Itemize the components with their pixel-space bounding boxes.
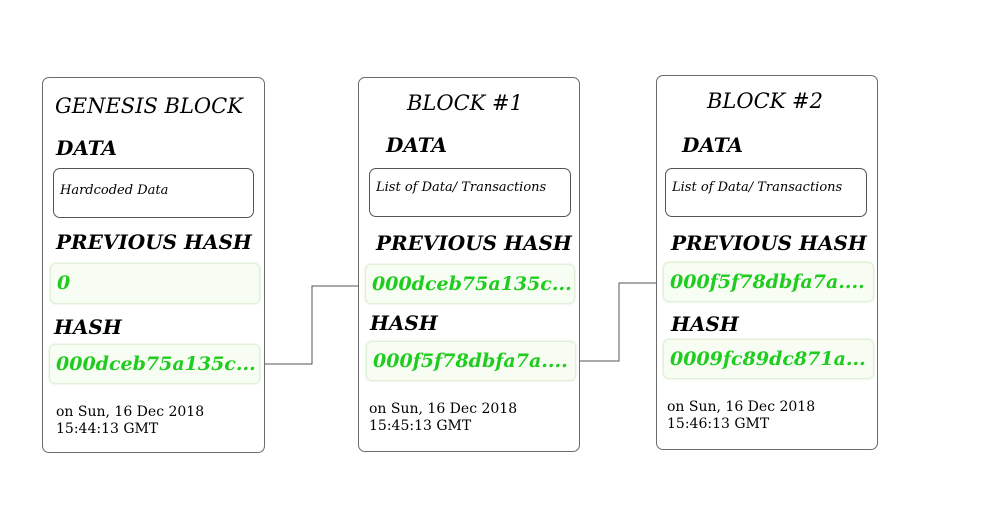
block-2: BLOCK #2 DATA List of Data/ Transactions… — [656, 75, 878, 450]
block-1: BLOCK #1 DATA List of Data/ Transactions… — [358, 77, 580, 452]
data-field: Hardcoded Data — [53, 168, 254, 218]
data-label: DATA — [386, 133, 448, 157]
timestamp-date: on Sun, 16 Dec 2018 — [667, 399, 816, 415]
hash-label: HASH — [370, 311, 438, 335]
timestamp-date: on Sun, 16 Dec 2018 — [369, 401, 518, 417]
timestamp-time: 15:44:13 GMT — [56, 421, 159, 437]
timestamp-time: 15:45:13 GMT — [369, 418, 472, 434]
data-label: DATA — [682, 133, 744, 157]
timestamp: on Sun, 16 Dec 2018 15:44:13 GMT — [56, 404, 204, 438]
data-label: DATA — [56, 136, 118, 160]
hash-field: 000f5f78dbfa7a.... — [366, 341, 576, 381]
previous-hash-label: PREVIOUS HASH — [56, 230, 252, 254]
data-field: List of Data/ Transactions — [369, 168, 571, 217]
timestamp: on Sun, 16 Dec 2018 15:45:13 GMT — [369, 401, 517, 435]
genesis-block: GENESIS BLOCK DATA Hardcoded Data PREVIO… — [42, 77, 265, 453]
block-title: BLOCK #1 — [407, 91, 523, 115]
timestamp-time: 15:46:13 GMT — [667, 416, 770, 432]
block-title: BLOCK #2 — [707, 89, 823, 113]
previous-hash-field: 000f5f78dbfa7a.... — [663, 262, 874, 302]
previous-hash-field: 000dceb75a135c... — [365, 264, 575, 304]
block-title: GENESIS BLOCK — [55, 94, 243, 118]
previous-hash-field: 0 — [50, 263, 260, 304]
hash-field: 0009fc89dc871a... — [663, 339, 874, 379]
timestamp-date: on Sun, 16 Dec 2018 — [56, 404, 205, 420]
timestamp: on Sun, 16 Dec 2018 15:46:13 GMT — [667, 399, 815, 433]
previous-hash-label: PREVIOUS HASH — [671, 231, 867, 255]
hash-label: HASH — [54, 315, 122, 339]
data-field: List of Data/ Transactions — [665, 168, 867, 217]
connector-block1-to-block2 — [577, 282, 663, 362]
previous-hash-label: PREVIOUS HASH — [376, 231, 572, 255]
hash-label: HASH — [671, 312, 739, 336]
hash-field: 000dceb75a135c... — [49, 344, 260, 384]
connector-genesis-to-block1 — [259, 285, 364, 365]
